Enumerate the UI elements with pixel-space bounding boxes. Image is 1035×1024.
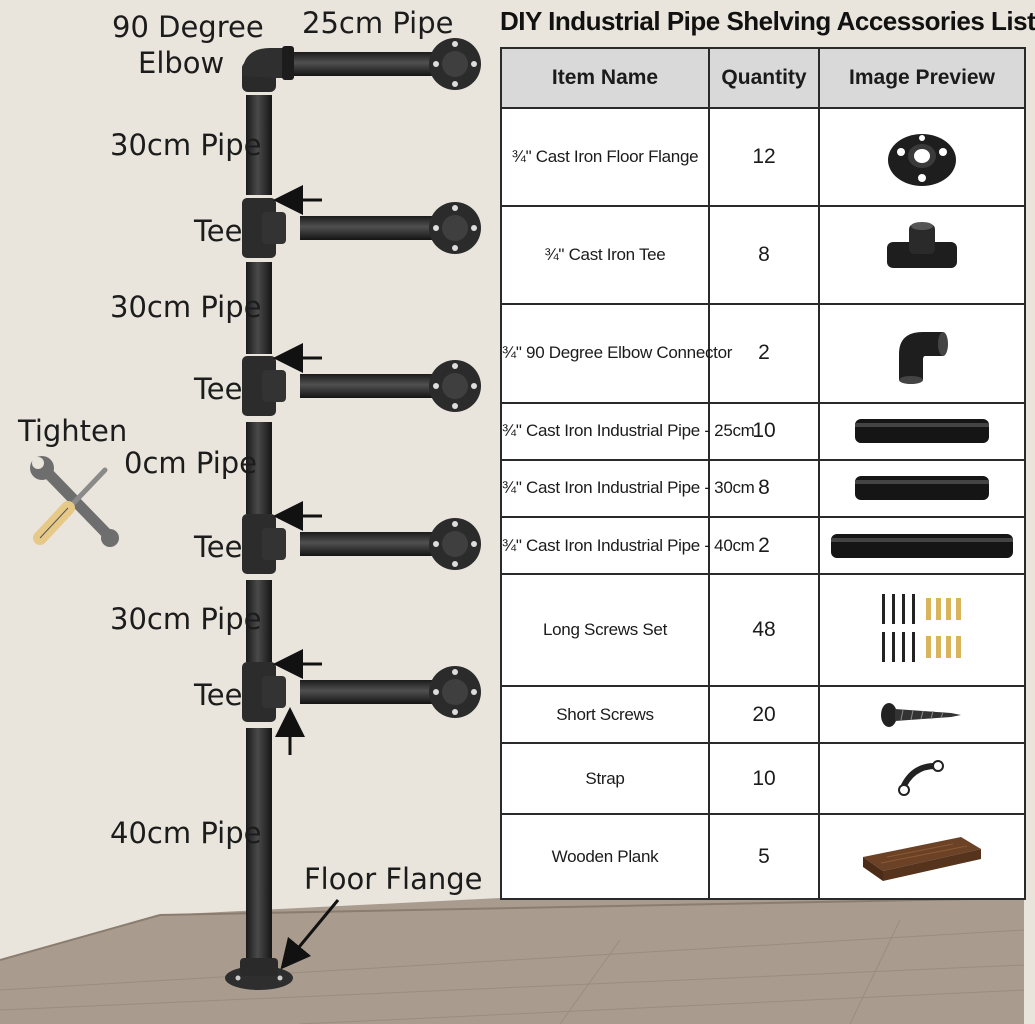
- elbow-label-line2: Elbow: [138, 46, 225, 80]
- item-name-cell: ¾" Cast Iron Industrial Pipe - 40cm: [500, 516, 755, 576]
- pipe-icon: [820, 411, 1024, 451]
- image-preview-cell: [818, 813, 1026, 900]
- image-preview-cell: [818, 205, 1026, 306]
- top-pipe-label: 25cm Pipe: [302, 6, 454, 40]
- table-header-row: Item Name Quantity Image Preview: [500, 47, 1026, 109]
- item-name-cell: ¾" Cast Iron Tee: [500, 205, 710, 306]
- item-name-cell: ¾" Cast Iron Industrial Pipe - 30cm: [500, 458, 755, 519]
- strap-icon: [820, 754, 1024, 804]
- pipe-30cm-segment: [246, 95, 272, 195]
- tee-label: Tee: [194, 214, 243, 248]
- quantity-cell: 20: [708, 685, 820, 745]
- quantity-cell: 8: [708, 205, 820, 306]
- image-preview-cell: [818, 303, 1026, 404]
- floor-flange-label: Floor Flange: [304, 862, 483, 896]
- table-title: DIY Industrial Pipe Shelving Accessories…: [500, 6, 1035, 36]
- pipe-30cm-segment: [246, 580, 272, 662]
- quantity-cell: 10: [708, 742, 820, 816]
- tee-arms: [242, 198, 481, 722]
- tee-label: Tee: [194, 372, 243, 406]
- column-header-image-preview: Image Preview: [818, 47, 1026, 109]
- image-preview-cell: [818, 458, 1026, 519]
- item-name-cell: Strap: [500, 742, 710, 816]
- tee-fitting: [242, 514, 481, 574]
- image-preview-cell: [818, 401, 1026, 461]
- item-name-cell: Long Screws Set: [500, 573, 710, 688]
- quantity-cell: 5: [708, 813, 820, 900]
- elbow-label-line1: 90 Degree: [112, 10, 264, 44]
- column-header-item-name: Item Name: [500, 47, 710, 109]
- quantity-cell: 8: [708, 458, 820, 519]
- flange-icon: [820, 122, 1024, 192]
- quantity-cell: 48: [708, 573, 820, 688]
- tighten-label: Tighten: [18, 414, 128, 448]
- image-preview-cell: [818, 573, 1026, 688]
- tee-label: Tee: [194, 678, 243, 712]
- top-pipe-arm: [294, 38, 481, 90]
- tee-fitting-icon: [820, 220, 1024, 290]
- pipe-40cm-segment: [246, 728, 272, 968]
- pipe-label: 30cm Pipe: [110, 602, 262, 636]
- pipe-30cm-segment: [246, 422, 272, 514]
- pipe-label: 30cm Pipe: [110, 290, 262, 324]
- floor-flange: [225, 958, 293, 990]
- elbow-fitting: [242, 46, 294, 92]
- pipe-label: 30cm Pipe: [110, 128, 262, 162]
- image-preview-cell: [818, 685, 1026, 745]
- screws-set-icon: [820, 590, 1024, 670]
- image-preview-cell: [818, 106, 1026, 208]
- quantity-cell: 12: [708, 106, 820, 208]
- item-name-cell: ¾" 90 Degree Elbow Connector: [500, 303, 732, 404]
- accessories-table: Item Name Quantity Image Preview ¾" Cast…: [500, 47, 1026, 900]
- wooden-plank-icon: [820, 827, 1024, 887]
- pipe-label: 0cm Pipe: [124, 446, 258, 480]
- elbow-fitting-icon: [820, 318, 1024, 388]
- pipe-30cm-segment: [246, 262, 272, 354]
- tee-fitting: [242, 356, 481, 416]
- screwdriver-icon: [33, 467, 108, 545]
- vertical-pipe-column: [246, 95, 272, 968]
- tee-fitting: [242, 662, 481, 722]
- image-preview-cell: [818, 742, 1026, 816]
- quantity-cell: 2: [708, 303, 820, 404]
- quantity-cell: 2: [708, 516, 820, 576]
- arrow-diagonal-icon: [280, 899, 340, 970]
- floor: [0, 897, 1025, 1024]
- item-name-cell: Wooden Plank: [500, 813, 710, 900]
- item-name-cell: ¾" Cast Iron Industrial Pipe - 25cm: [500, 401, 755, 461]
- tee-fitting: [242, 198, 481, 258]
- pipe-long-icon: [820, 526, 1024, 566]
- column-header-quantity: Quantity: [708, 47, 820, 109]
- item-name-cell: ¾" Cast Iron Floor Flange: [500, 106, 710, 208]
- image-preview-cell: [818, 516, 1026, 576]
- item-name-cell: Short Screws: [500, 685, 710, 745]
- pipe-label: 40cm Pipe: [110, 816, 262, 850]
- quantity-cell: 10: [708, 401, 820, 461]
- tee-label: Tee: [194, 530, 243, 564]
- screw-icon: [820, 695, 1024, 735]
- arrow-left-icon: [273, 185, 322, 679]
- pipe-icon: [820, 468, 1024, 508]
